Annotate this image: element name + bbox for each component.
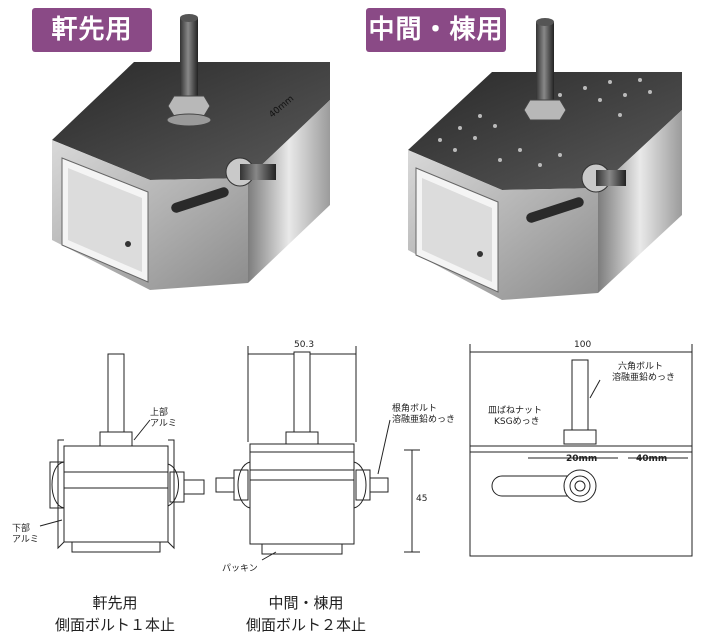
photo-eaves: 40mm: [52, 14, 330, 290]
label-nut-plating: KSGめっき: [494, 417, 540, 427]
badge-eaves: 軒先用: [32, 8, 152, 52]
label-lower-alu: アルミ: [12, 535, 39, 545]
dim-40mm: 40mm: [636, 454, 668, 464]
label-lower: 下部: [12, 524, 31, 534]
caption-eaves: 軒先用 側面ボルト１本止: [40, 592, 190, 636]
caption-middle-title: 中間・棟用: [268, 594, 344, 612]
dim-100: 100: [574, 340, 592, 350]
dim-50-3: 50.3: [294, 340, 315, 350]
label-hexbolt-plating: 溶融亜鉛めっき: [612, 373, 676, 383]
drawing-front: [469, 344, 693, 557]
label-packing: パッキン: [222, 564, 258, 574]
label-bolt: 根角ボルト: [392, 404, 438, 414]
label-upper-alu: アルミ: [150, 419, 177, 429]
badge-middle: 中間・棟用: [366, 8, 506, 52]
dim-20mm: 20mm: [566, 454, 598, 464]
caption-middle-sub: 側面ボルト２本止: [245, 616, 366, 634]
label-hexbolt: 六角ボルト: [618, 362, 664, 372]
drawing-middle: [215, 346, 420, 561]
drawing-eaves: [39, 353, 205, 553]
photo-middle: [408, 18, 682, 300]
caption-eaves-title: 軒先用: [92, 594, 138, 612]
label-bolt-plating: 溶融亜鉛めっき: [392, 415, 456, 425]
dim-45: 45: [416, 494, 428, 504]
caption-middle: 中間・棟用 側面ボルト２本止: [226, 592, 386, 636]
label-nut: 皿ばねナット: [488, 406, 543, 416]
label-upper: 上部: [150, 408, 169, 418]
caption-eaves-sub: 側面ボルト１本止: [54, 616, 175, 634]
